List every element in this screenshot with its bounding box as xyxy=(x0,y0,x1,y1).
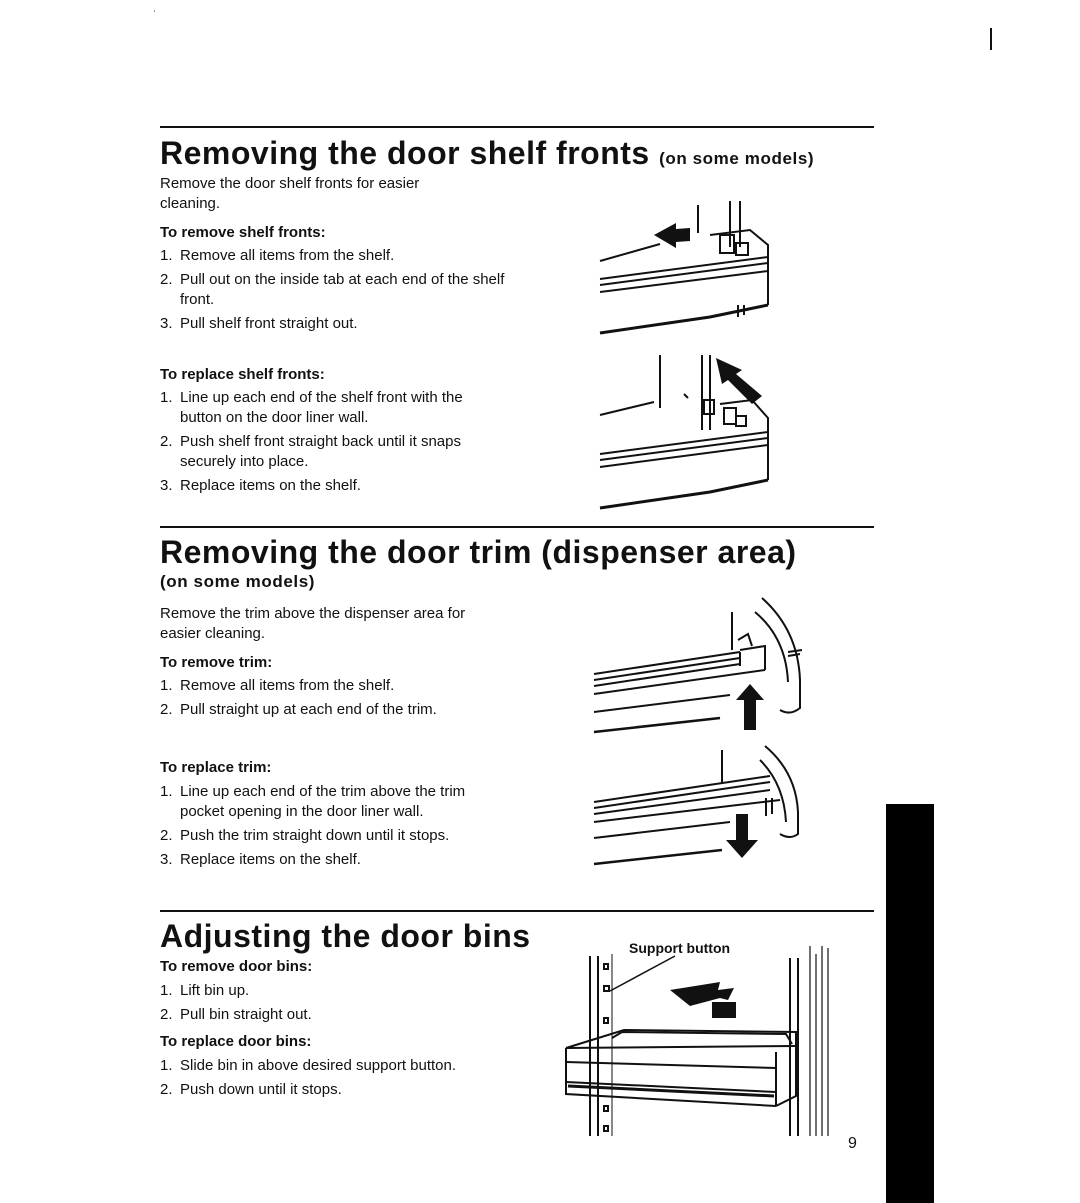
page-number: 9 xyxy=(848,1135,857,1152)
step-text: Slide bin in above desired support butto… xyxy=(180,1057,457,1074)
step-text: Pull out on the inside tab at each end o… xyxy=(180,271,505,308)
list-item: 2. Push the trim straight down until it s… xyxy=(160,826,505,846)
replace-shelf-front-illustration xyxy=(599,355,769,510)
section2-remove-label: To remove trim: xyxy=(160,654,273,671)
section2-title: Removing the door trim (dispenser area) xyxy=(160,534,797,570)
section-edge-tab xyxy=(886,804,934,1203)
page-edge-mark xyxy=(990,28,992,50)
list-item: 1. Slide bin in above desired support but… xyxy=(160,1056,520,1076)
list-item: 1. Lift bin up. xyxy=(160,981,505,1001)
step-text: Line up each end of the trim above the t… xyxy=(180,783,466,820)
section1-replace-label: To replace shelf fronts: xyxy=(160,366,325,383)
step-number: 2. xyxy=(160,701,173,718)
step-text: Remove all items from the shelf. xyxy=(180,247,395,264)
step-number: 3. xyxy=(160,315,173,332)
section3-rule xyxy=(160,910,874,912)
list-item: 1. Remove all items from the shelf. xyxy=(160,676,505,696)
section2-replace-label: To replace trim: xyxy=(160,759,272,776)
list-item: 2. Pull out on the inside tab at each end… xyxy=(160,270,505,310)
step-number: 2. xyxy=(160,433,173,450)
step-text: Lift bin up. xyxy=(180,982,250,999)
step-number: 1. xyxy=(160,1057,173,1074)
step-number: 1. xyxy=(160,677,173,694)
page-edge-dot xyxy=(154,10,155,12)
section2-remove-steps: 1. Remove all items from the shelf. 2. Pul… xyxy=(160,676,505,724)
step-number: 2. xyxy=(160,827,173,844)
remove-trim-illustration xyxy=(593,597,803,734)
section2-replace-steps: 1. Line up each end of the trim above the… xyxy=(160,782,505,874)
section3-replace-label: To replace door bins: xyxy=(160,1033,312,1050)
section3-replace-steps: 1. Slide bin in above desired support but… xyxy=(160,1056,520,1104)
list-item: 1. Remove all items from the shelf. xyxy=(160,246,505,266)
list-item: 2. Pull straight up at each end of the tr… xyxy=(160,700,505,720)
step-text: Replace items on the shelf. xyxy=(180,851,361,868)
step-text: Remove all items from the shelf. xyxy=(180,677,395,694)
list-item: 2. Pull bin straight out. xyxy=(160,1005,505,1025)
section1-replace-steps: 1. Line up each end of the shelf front wi… xyxy=(160,388,505,500)
list-item: 2. Push down until it stops. xyxy=(160,1080,520,1100)
step-number: 1. xyxy=(160,389,173,406)
section2-rule xyxy=(160,526,874,528)
list-item: 3. Pull shelf front straight out. xyxy=(160,314,505,334)
step-number: 2. xyxy=(160,1006,173,1023)
step-text: Push the trim straight down until it sto… xyxy=(180,827,450,844)
step-text: Line up each end of the shelf front with… xyxy=(180,389,463,426)
section1-title: Removing the door shelf fronts xyxy=(160,135,650,171)
list-item: 3. Replace items on the shelf. xyxy=(160,850,505,870)
step-text: Pull straight up at each end of the trim… xyxy=(180,701,437,718)
section2-intro: Remove the trim above the dispenser area… xyxy=(160,605,466,642)
section1-remove-label: To remove shelf fronts: xyxy=(160,224,326,241)
section3-remove-steps: 1. Lift bin up. 2. Pull bin straight out. xyxy=(160,981,505,1029)
section1-heading: Removing the door shelf fronts (on some … xyxy=(160,137,814,169)
section1-intro: Remove the door shelf fronts for easier … xyxy=(160,175,420,212)
step-number: 1. xyxy=(160,783,173,800)
step-number: 3. xyxy=(160,477,173,494)
section3-remove-label: To remove door bins: xyxy=(160,958,313,975)
step-text: Pull bin straight out. xyxy=(180,1006,312,1023)
section1-rule xyxy=(160,126,874,128)
list-item: 1. Line up each end of the trim above the… xyxy=(160,782,505,822)
list-item: 3. Replace items on the shelf. xyxy=(160,476,505,496)
section3-title: Adjusting the door bins xyxy=(160,918,531,954)
step-text: Replace items on the shelf. xyxy=(180,477,361,494)
step-number: 1. xyxy=(160,247,173,264)
step-text: Push down until it stops. xyxy=(180,1081,342,1098)
step-number: 1. xyxy=(160,982,173,999)
step-number: 2. xyxy=(160,271,173,288)
remove-shelf-front-illustration xyxy=(599,201,769,335)
step-number: 3. xyxy=(160,851,173,868)
section2-subtitle: (on some models) xyxy=(160,572,316,591)
step-text: Push shelf front straight back until it … xyxy=(180,433,461,470)
door-bin-illustration xyxy=(565,946,829,1136)
support-button-callout: Support button xyxy=(629,940,731,956)
list-item: 2. Push shelf front straight back until i… xyxy=(160,432,505,472)
section1-remove-steps: 1. Remove all items from the shelf. 2. Pul… xyxy=(160,246,505,338)
list-item: 1. Line up each end of the shelf front wi… xyxy=(160,388,505,428)
replace-trim-illustration xyxy=(593,745,799,866)
step-number: 2. xyxy=(160,1081,173,1098)
step-text: Pull shelf front straight out. xyxy=(180,315,358,332)
section1-title-suffix: (on some models) xyxy=(659,149,815,168)
